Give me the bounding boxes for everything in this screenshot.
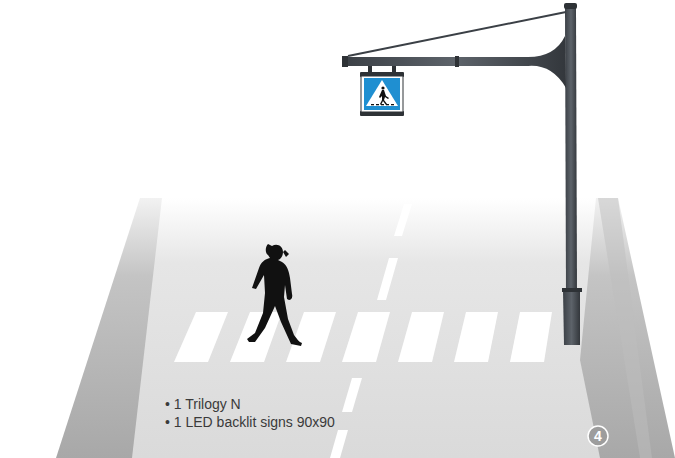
pedestrian (247, 244, 302, 346)
callout-number: 4 (588, 426, 608, 446)
right-kerb (580, 198, 675, 458)
pedestrian-hand (283, 250, 289, 257)
pole (565, 8, 577, 295)
right-kerb-edge (598, 198, 652, 458)
pedestrian-crossing-sign (360, 66, 404, 116)
left-kerb (56, 198, 162, 458)
parts-list-item: • 1 LED backlit signs 90x90 (165, 414, 335, 430)
tie-rod (348, 12, 566, 56)
pole-collar (562, 288, 582, 292)
zebra-stripes (174, 312, 552, 362)
arm-joint (455, 56, 459, 67)
arm-end (342, 56, 348, 67)
parts-list-item: • 1 Trilogy N (165, 396, 241, 412)
pole-cap (564, 3, 577, 9)
pole-base (563, 290, 580, 345)
callout-ring (588, 426, 608, 446)
centre-line (330, 204, 412, 458)
